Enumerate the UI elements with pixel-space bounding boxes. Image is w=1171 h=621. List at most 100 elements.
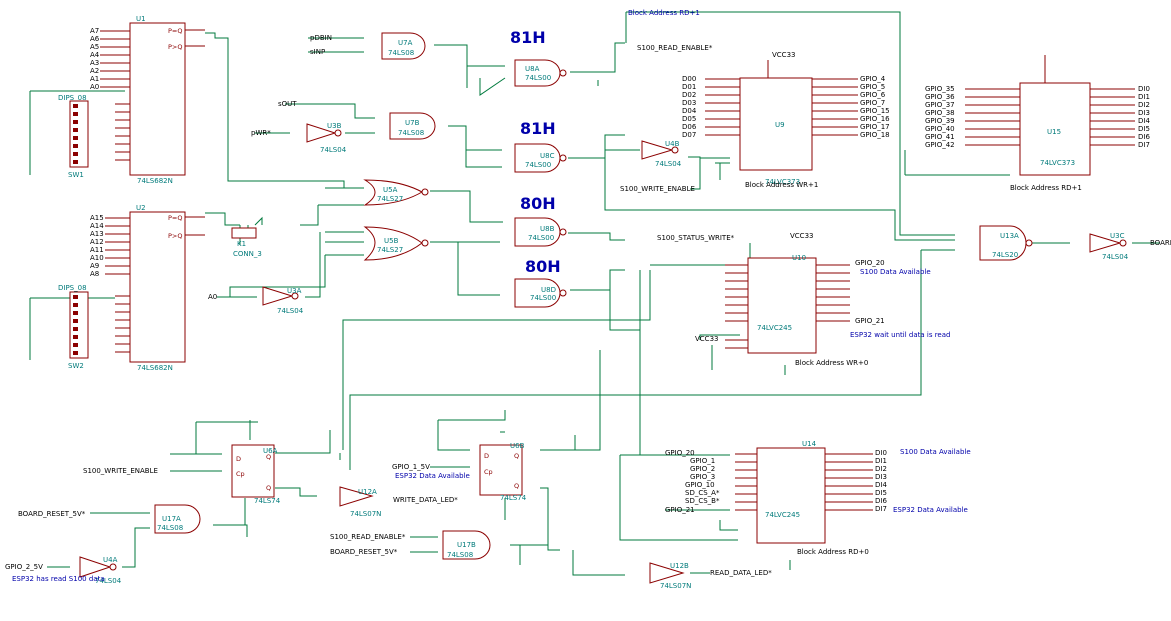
u2-in-a8: A8 (90, 270, 99, 278)
note-s100-data-available-2: S100 Data Available (900, 448, 971, 456)
note-esp32-wait: ESP32 wait until data is read (850, 331, 950, 339)
u14-ref: U14 (802, 440, 817, 448)
gate-u3b (306, 123, 337, 143)
u15-out-di5: DI5 (1138, 125, 1150, 133)
gates (79, 32, 1127, 584)
u15-out-di1: DI1 (1138, 93, 1150, 101)
signal-pdbin: pDBIN (310, 34, 332, 42)
u10-ref: U10 (792, 254, 806, 262)
heading-80h-mid: 80H (520, 194, 556, 213)
u9-ref: U9 (775, 121, 785, 129)
u9-in-d06: D06 (682, 123, 697, 131)
u15-out-di2: DI2 (1138, 101, 1150, 109)
u15-part: 74LVC373 (1040, 159, 1075, 167)
gate-u17b (442, 530, 491, 560)
u15-in-42: GPIO_42 (925, 141, 955, 149)
signal-write-led: WRITE_DATA_LED* (393, 496, 458, 504)
u14-in-gpio1: GPIO_1 (690, 457, 715, 465)
u13a-ref: U13A (1000, 232, 1019, 240)
u1-in-a2: A2 (90, 67, 99, 75)
u6b-qn: Q (514, 482, 519, 490)
note-s100-data-available: S100 Data Available (860, 268, 931, 276)
u10-gpio21: GPIO_21 (855, 317, 885, 325)
u12a-ref: U12A (358, 488, 377, 496)
signal-gpio2-5v: GPIO_2_5V (5, 563, 43, 571)
u8c-part: 74LS00 (525, 161, 551, 169)
u14-gpio20: GPIO_20 (665, 449, 695, 457)
transceiver-u14: U14 74LVC245 Block Address RD+0 GPIO_20 … (665, 440, 971, 556)
signal-s100-write-enable: S100_WRITE_ENABLE (620, 185, 695, 193)
gate-u17a (154, 504, 201, 534)
chip-u2-ref: U2 (136, 204, 146, 212)
u5a-ref: U5A (383, 186, 398, 194)
u9-in-d07: D07 (682, 131, 696, 139)
u9-out-gpio7: GPIO_7 (860, 99, 885, 107)
u14-out-di5: DI5 (875, 489, 887, 497)
u7a-ref: U7A (398, 39, 413, 47)
k1-ref: K1 (237, 240, 246, 248)
u10-caption: Block Address WR+0 (795, 359, 868, 367)
connector-k1: K1 CONN_3 (231, 227, 262, 258)
gate-u7b (389, 112, 436, 140)
sw2-part: DIPS_08 (58, 284, 87, 292)
signal-sout: sOUT (278, 100, 297, 108)
u6b-q: Q (514, 452, 519, 460)
sw1-ref: SW1 (68, 171, 84, 179)
u2-in-a10: A10 (90, 254, 104, 262)
signal-board: BOARD (1150, 239, 1171, 247)
u8a-ref: U8A (525, 65, 540, 73)
u8d-ref: U8D (541, 286, 556, 294)
signal-s100-read-enable: S100_READ_ENABLE* (637, 44, 713, 52)
u14-out-di4: DI4 (875, 481, 887, 489)
u5b-ref: U5B (384, 237, 399, 245)
u8b-ref: U8B (540, 225, 555, 233)
note-esp32-read-s100: ESP32 has read S100 data (12, 575, 105, 583)
u14-in-sdcsa: SD_CS_A* (685, 489, 720, 497)
u1-in-a1: A1 (90, 75, 99, 83)
u12b-ref: U12B (670, 562, 689, 570)
u10-part: 74LVC245 (757, 324, 792, 332)
comparator-u2: U2 74LS682N P=Q P>Q A15 A14 A13 A12 A11 … (90, 204, 205, 372)
u6b-cp: Cp (484, 468, 493, 476)
u6a-cp: Cp (236, 470, 245, 478)
u14-caption: Block Address RD+0 (797, 548, 869, 556)
u7b-ref: U7B (405, 119, 420, 127)
dip-switch-sw2: DIPS_08 SW2 (58, 284, 89, 370)
u9-out-gpio4: GPIO_4 (860, 75, 886, 83)
u2-out-gt: P>Q (168, 232, 182, 240)
u9-in-d01: D01 (682, 83, 696, 91)
u15-in-40: GPIO_40 (925, 125, 955, 133)
u8c-ref: U8C (540, 152, 555, 160)
signal-s100-write-enable-2: S100_WRITE_ENABLE (83, 467, 158, 475)
u9-caption: Block Address WR+1 (745, 181, 818, 189)
signal-s100-read-enable-2: S100_READ_ENABLE* (330, 533, 406, 541)
u6a-q: Q (266, 453, 271, 461)
u15-out-di4: DI4 (1138, 117, 1150, 125)
u1-in-a0: A0 (90, 83, 99, 91)
gate-u4b (641, 140, 674, 160)
gate-u8a (514, 59, 561, 87)
u2-out-eq: P=Q (168, 214, 182, 222)
u2-in-a11: A11 (90, 246, 104, 254)
u2-in-a13: A13 (90, 230, 104, 238)
u9-part: 74LVC373 (765, 178, 800, 186)
u15-out-di7: DI7 (1138, 141, 1150, 149)
u12a-part: 74LS07N (350, 510, 381, 518)
u15-in-36: GPIO_36 (925, 93, 955, 101)
gate-u13a (979, 225, 1027, 261)
sw2-ref: SW2 (68, 362, 84, 370)
u14-part: 74LVC245 (765, 511, 800, 519)
u12b-part: 74LS07N (660, 582, 691, 590)
u1-out-eq: P=Q (168, 27, 182, 35)
u14-out-di0: DI0 (875, 449, 887, 457)
u9-out-gpio17: GPIO_17 (860, 123, 890, 131)
u6a-d: D (236, 455, 241, 463)
u9-in-d00: D00 (682, 75, 696, 83)
u17b-part: 74LS08 (447, 551, 473, 559)
signal-block-rd1: Block Address RD+1 (628, 9, 700, 17)
u9-out-gpio5: GPIO_5 (860, 83, 885, 91)
u1-in-a3: A3 (90, 59, 99, 67)
u4b-part: 74LS04 (655, 160, 682, 168)
u10-gpio20: GPIO_20 (855, 259, 885, 267)
